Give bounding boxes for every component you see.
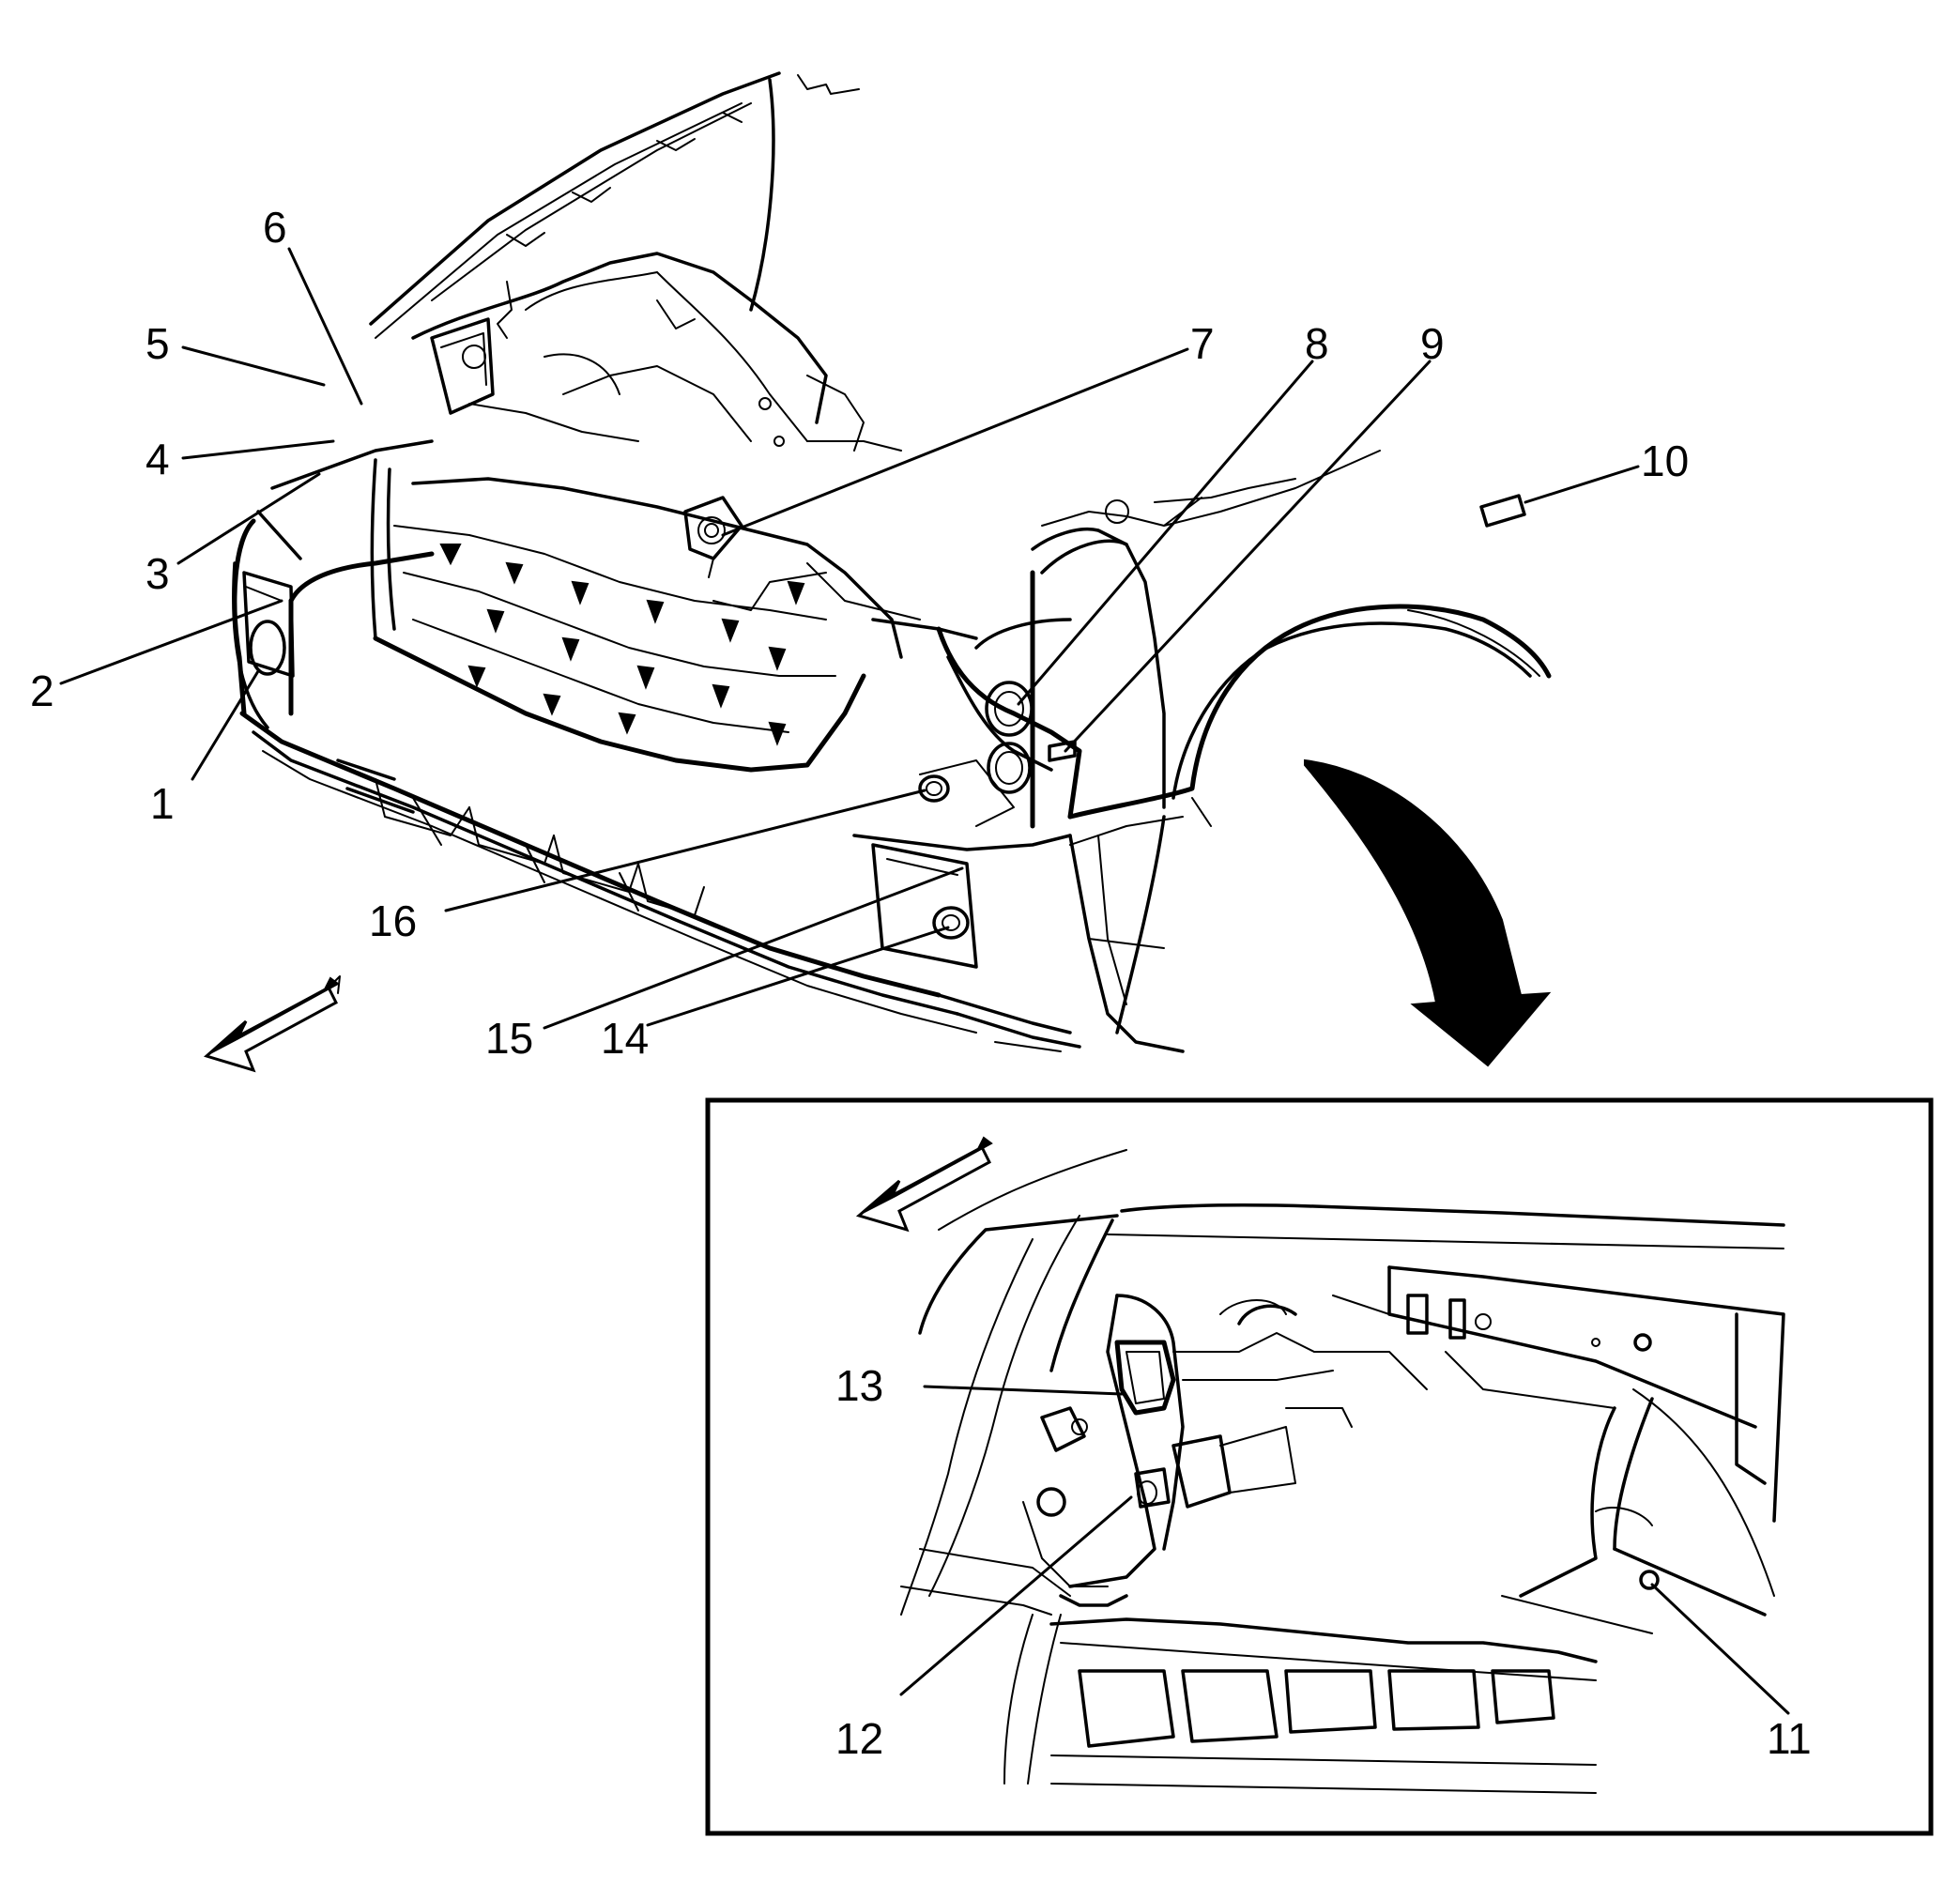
callout-labels: 1 2 3 4 5 6 7 8 9 10 11 12 13 14 15 16	[30, 203, 1812, 1763]
forward-direction-arrow-inset-icon	[855, 1136, 993, 1233]
leader-14	[646, 926, 950, 1027]
leader-8	[1017, 360, 1314, 706]
leader-7	[721, 347, 1189, 537]
leader-1	[191, 669, 260, 781]
leader-4	[181, 439, 335, 460]
callout-1: 1	[150, 779, 175, 828]
callout-15: 15	[485, 1014, 533, 1063]
callout-6: 6	[263, 203, 287, 252]
callout-12: 12	[835, 1714, 883, 1763]
callout-9: 9	[1420, 319, 1445, 368]
callout-5: 5	[145, 319, 170, 368]
leader-6	[287, 247, 363, 406]
callout-11: 11	[1767, 1714, 1812, 1763]
engine-compartment	[411, 252, 902, 452]
leader-3	[176, 472, 321, 565]
callout-10: 10	[1641, 437, 1689, 485]
forward-direction-arrow-icon	[203, 975, 341, 1073]
inset-detail-view	[900, 1149, 1785, 1794]
callout-7: 7	[1190, 319, 1215, 368]
callout-10-part-symbol	[1479, 494, 1526, 528]
detail-view-arrow-icon	[1304, 758, 1552, 1067]
callout-2: 2	[30, 667, 54, 715]
callout-13: 13	[835, 1361, 883, 1410]
vehicle-front-view	[232, 71, 1552, 1053]
leader-16	[444, 789, 926, 912]
callout-16: 16	[369, 896, 417, 945]
right-fog-lamp	[852, 834, 1072, 969]
leader-11	[1650, 1583, 1790, 1715]
horn-assembly	[683, 496, 743, 578]
leader-13	[923, 1385, 1124, 1396]
right-fender	[1067, 604, 1552, 1053]
right-headlamp-assembly	[918, 450, 1381, 829]
callout-14: 14	[601, 1014, 649, 1063]
leader-2	[59, 599, 283, 685]
leader-lines	[59, 247, 1790, 1715]
leader-10	[1524, 465, 1640, 504]
leader-15	[543, 866, 964, 1030]
callout-3: 3	[145, 549, 170, 598]
leader-9	[1064, 360, 1432, 753]
front-bumper-fascia	[232, 439, 1081, 1052]
hood-open	[369, 71, 860, 339]
callout-8: 8	[1305, 319, 1329, 368]
leader-12	[899, 1495, 1133, 1696]
callout-4: 4	[145, 435, 170, 483]
leader-5	[181, 345, 326, 387]
